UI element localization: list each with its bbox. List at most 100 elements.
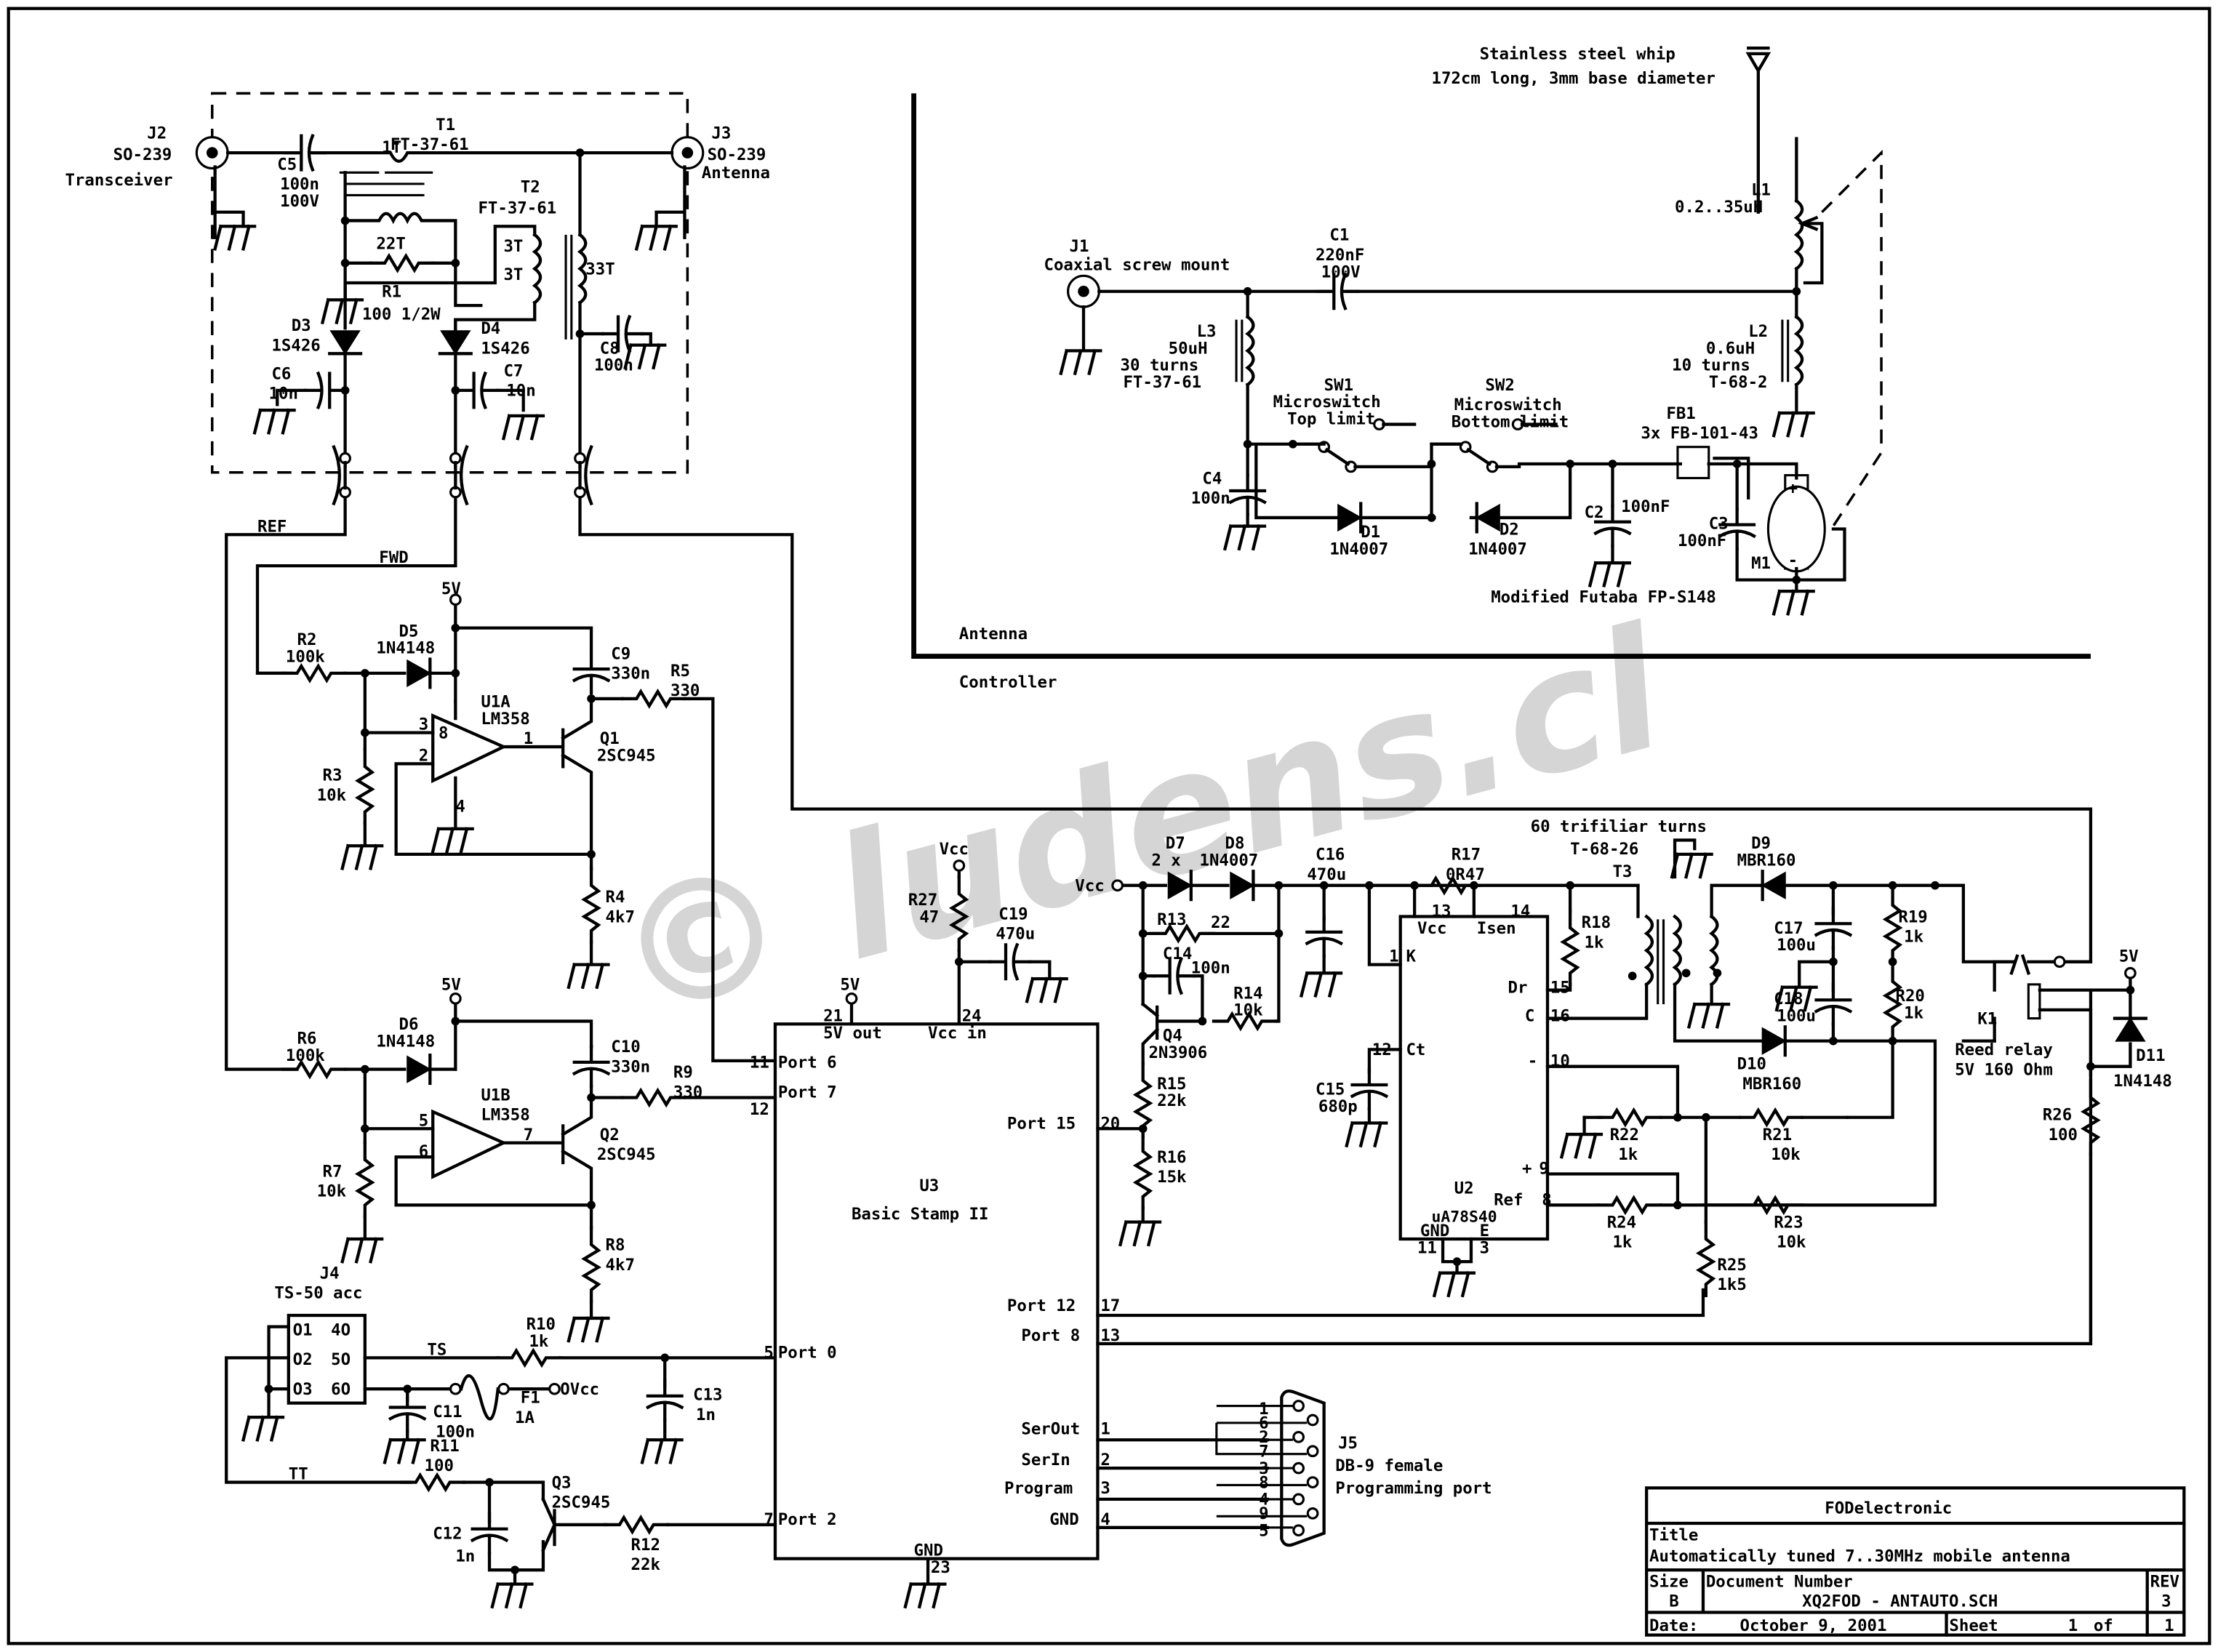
label-supply-r14-val: 10k (1233, 1001, 1263, 1020)
label-title_block-date_label: Date: (1649, 1616, 1698, 1635)
label-u3-ref: U3 (919, 1176, 939, 1195)
label-interface-j4-pins-0: O1 (293, 1320, 313, 1339)
label-supply-k1-val: 5V 160 Ohm (1955, 1060, 2053, 1079)
label-title_block-size: B (1669, 1592, 1678, 1611)
label-supply-u2-p14: 14 (1510, 902, 1530, 921)
label-antenna_unit-c1-v1: 220nF (1316, 246, 1364, 265)
label-coupler-t2-w1: 3T (503, 237, 523, 256)
label-interface-net_tt: TT (289, 1465, 308, 1484)
label-detectors-r5-val: 330 (670, 681, 700, 700)
label-supply-r22-ref: R22 (1610, 1126, 1639, 1144)
label-title_block-of_label: of (2094, 1616, 2113, 1635)
label-supply-d9-ref: D9 (1751, 834, 1771, 853)
label-supply-k1-type: Reed relay (1955, 1040, 2053, 1059)
whip-antenna-icon (1745, 52, 1771, 214)
label-detectors-u1a-ref: U1A (481, 693, 511, 712)
label-u3-r27-ref: R27 (908, 891, 937, 910)
swr-coupler: J2 SO-239 Transceiver J3 SO-239 Antenna … (65, 92, 2093, 1071)
label-antenna_unit-c3-ref: C3 (1709, 515, 1729, 534)
label-coupler-r1-ref: R1 (382, 282, 401, 301)
label-j5-pins-7: 9 (1259, 1504, 1268, 1523)
label-supply-r22-val: 1k (1618, 1145, 1638, 1164)
label-antenna_unit-l3-core: FT-37-61 (1123, 373, 1201, 392)
label-interface-c11-val: 100n (436, 1422, 475, 1441)
label-u3-p4: 4 (1100, 1510, 1110, 1529)
label-antenna_unit-sw2-type: Microswitch (1454, 396, 1562, 414)
label-coupler-t2-w2: 3T (503, 265, 523, 284)
label-coupler-d4-val: 1S426 (481, 339, 529, 358)
label-supply-r20-val: 1k (1904, 1004, 1923, 1023)
label-interface-j4-pins-5: 6O (331, 1380, 351, 1399)
label-antenna_unit-l2-turns: 10 turns (1672, 356, 1750, 375)
label-j5-pins-1: 6 (1259, 1414, 1268, 1433)
label-supply-c18-ref: C18 (1774, 990, 1803, 1009)
label-supply-r26-val: 100 (2049, 1126, 2078, 1144)
label-coupler-t1-sec: 22T (376, 234, 405, 253)
label-u3-p12: 12 (750, 1100, 769, 1119)
label-title_block-title_label: Title (1649, 1525, 1698, 1544)
label-title_block-rev_label: REV (2150, 1573, 2179, 1592)
label-coupler-j2-type: SO-239 (113, 145, 172, 164)
label-supply-d7-ref: D7 (1166, 834, 1185, 853)
label-coupler-d3-ref: D3 (292, 316, 311, 335)
label-antenna_unit-sw2-desc: Bottom limit (1452, 412, 1569, 431)
label-detectors-u1a-p1: 1 (524, 729, 533, 748)
label-interface-r10-ref: R10 (527, 1315, 556, 1334)
label-detectors-r7-val: 10k (317, 1182, 347, 1201)
label-supply-r24-val: 1k (1612, 1233, 1632, 1252)
label-coupler-d3-val: 1S426 (271, 336, 320, 355)
label-u3-p11: 11 (750, 1054, 769, 1072)
label-supply-r15-ref: R15 (1157, 1075, 1186, 1094)
label-coupler-c7-ref: C7 (503, 361, 523, 380)
label-supply-r25-ref: R25 (1717, 1256, 1746, 1275)
label-detectors-d6-ref: D6 (399, 1015, 419, 1034)
label-coupler-t2-w3: 33T (585, 260, 614, 278)
label-supply-r26-ref: R26 (2043, 1106, 2072, 1125)
label-supply-u2-p15: 15 (1550, 979, 1570, 998)
label-j5-pins-6: 4 (1259, 1491, 1268, 1509)
label-antenna_unit-c3-val: 100nF (1678, 532, 1726, 550)
label-detectors-q2-ref: Q2 (600, 1126, 620, 1144)
label-detectors-d5-ref: D5 (399, 622, 419, 641)
label-interface-j4-pins-2: O2 (293, 1350, 313, 1369)
label-coupler-c6-val: 10n (269, 385, 298, 404)
label-supply-c16-val: 470u (1307, 865, 1346, 884)
label-supply-r21-val: 10k (1771, 1145, 1801, 1164)
section-label-controller: Controller (959, 673, 1057, 691)
label-coupler-t1-core: FT-37-61 (391, 135, 469, 154)
label-interface-r10-val: 1k (529, 1332, 548, 1351)
label-detectors-q1-val: 2SC945 (597, 747, 656, 766)
label-supply-d8-val: 1N4007 (1199, 851, 1258, 870)
label-j5-pins-5: 8 (1259, 1473, 1268, 1492)
label-interface-q3-ref: Q3 (552, 1473, 572, 1492)
label-u3-p1: 1 (1100, 1419, 1110, 1438)
label-u3-p13: 13 (1100, 1326, 1120, 1345)
label-supply-u2-ref_l: Ref (1494, 1190, 1523, 1209)
label-u3-p1n: SerOut (1021, 1419, 1080, 1438)
label-title_block-company: FODelectronic (1825, 1499, 1952, 1517)
label-coupler-c8-ref: C8 (600, 339, 620, 358)
label-interface-c12-ref: C12 (433, 1524, 462, 1543)
db9-programming-port-j5: 1 6 2 7 3 8 4 9 5 J5 DB-9 female Program… (1215, 1389, 1492, 1547)
label-coupler-c8-val: 100n (594, 356, 633, 375)
label-supply-c15-val: 680p (1318, 1097, 1358, 1116)
label-antenna_unit-sw1-ref: SW1 (1324, 376, 1353, 395)
label-j5-pins-0: 1 (1259, 1400, 1268, 1419)
label-coupler-t1-ref: T1 (436, 116, 455, 135)
label-interface-c13-val: 1n (696, 1406, 716, 1424)
label-j5-ref: J5 (1338, 1434, 1358, 1453)
label-antenna_unit-j1-name: Coaxial screw mount (1044, 256, 1230, 275)
label-detectors-r4-ref: R4 (606, 888, 625, 907)
label-interface-vcc_label: OVcc (560, 1380, 599, 1399)
label-detectors-r4-val: 4k7 (606, 907, 635, 926)
label-detectors-u1a-p4: 4 (455, 798, 465, 817)
label-antenna_unit-whip2: 172cm long, 3mm base diameter (1431, 69, 1715, 88)
label-antenna_unit-fb1-ref: FB1 (1666, 404, 1695, 423)
label-antenna_unit-l3-turns: 30 turns (1121, 356, 1199, 375)
label-title_block-title: Automatically tuned 7..30MHz mobile ante… (1649, 1547, 2070, 1566)
label-supply-u2-vcc: Vcc (1417, 919, 1446, 938)
label-detectors-r2-val: 100k (286, 647, 325, 666)
label-antenna_unit-j1-ref: J1 (1070, 237, 1089, 256)
